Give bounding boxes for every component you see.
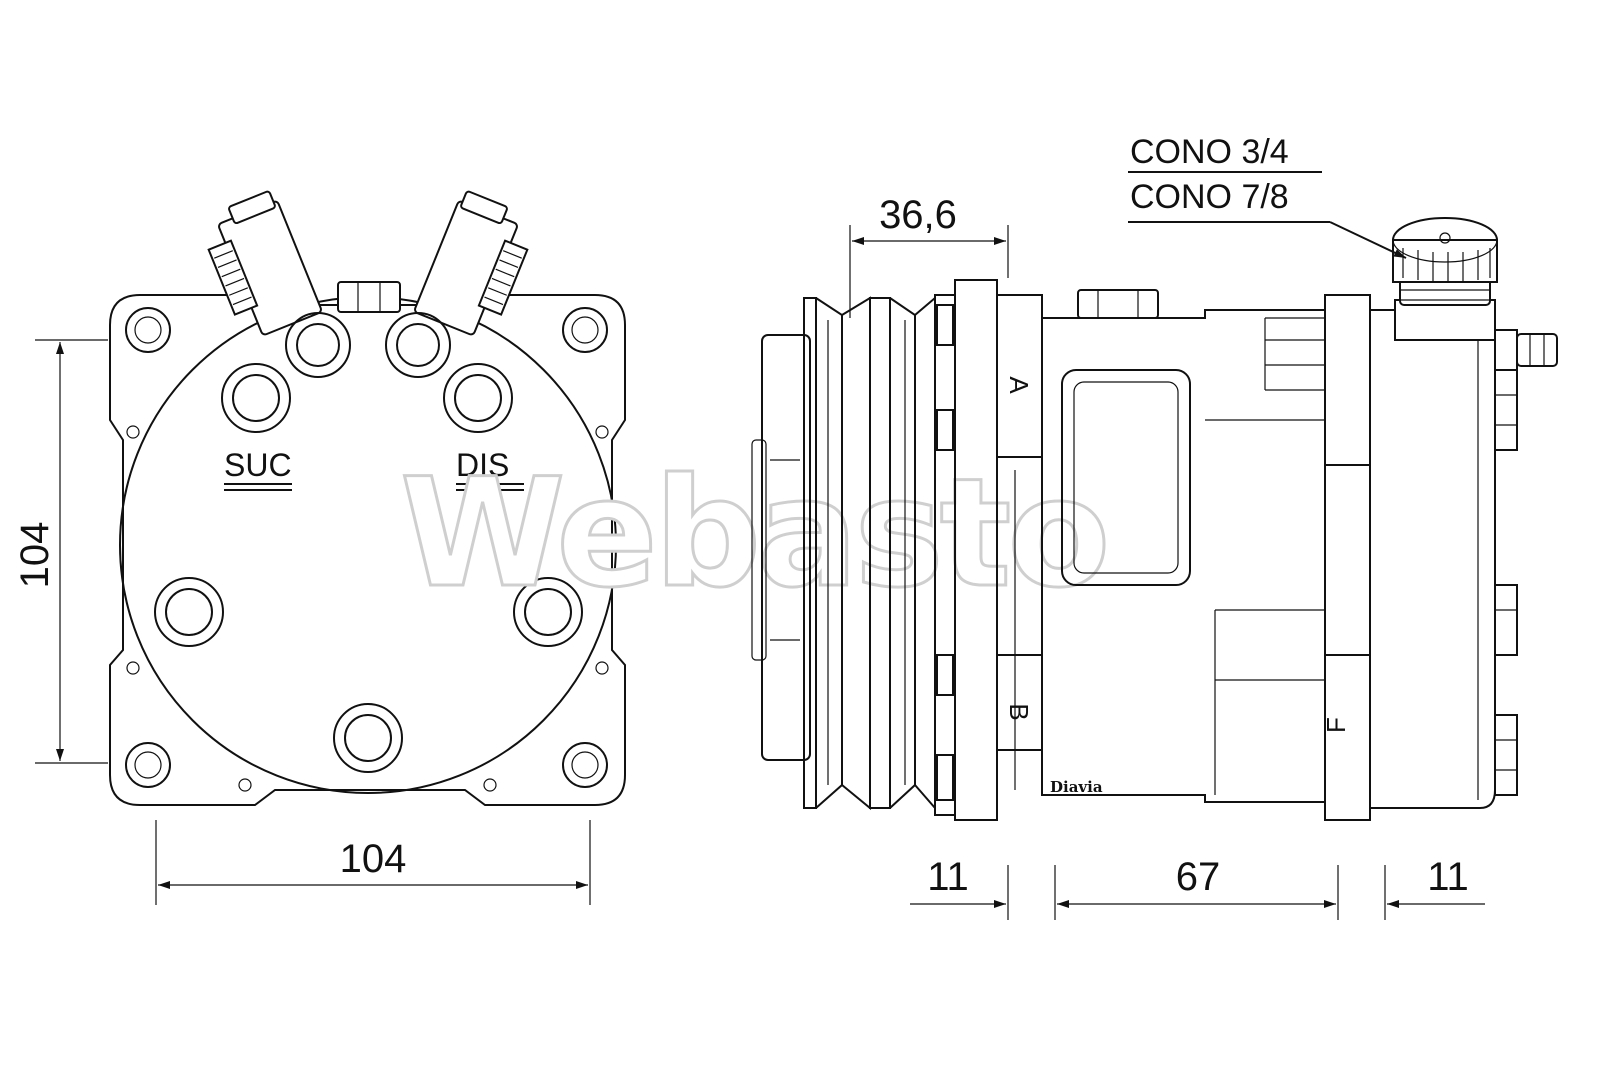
suction-service-valve: [207, 190, 322, 336]
clutch-hub: [761, 334, 811, 761]
body-ribs: [1014, 317, 1325, 795]
front-mounting-holes: [125, 307, 609, 792]
watermark-logo: Webasto: [400, 447, 1106, 621]
fitting-note: CONO 3/4 CONO 7/8: [1128, 133, 1407, 259]
front-flange: [109, 294, 626, 806]
front-head: [954, 279, 998, 821]
rear-flange: [1324, 294, 1371, 466]
fitting-note-line2: CONO 7/8: [1130, 178, 1289, 216]
ear-f-width-value: 11: [1427, 855, 1469, 899]
front-height-dimension: 104: [13, 339, 108, 764]
body-span-value: 67: [1176, 855, 1221, 899]
discharge-port-label: DIS: [456, 447, 509, 483]
front-height-value: 104: [13, 522, 57, 589]
fitting-note-line1: CONO 3/4: [1130, 133, 1289, 171]
mounting-ear-b-label: B: [1004, 703, 1034, 720]
manufacturer-brand: Diavia: [1050, 778, 1103, 796]
discharge-service-valve: [414, 190, 529, 336]
ear-a-width-value: 11: [927, 855, 969, 899]
front-width-dimension: 104: [155, 820, 591, 905]
pulley-width-dimension: 36,6: [849, 193, 1009, 318]
cono-fitting-cap: [1392, 217, 1498, 341]
suction-port-label: SUC: [224, 447, 292, 483]
arrow-icon: [1329, 221, 1407, 259]
pulley-width-value: 36,6: [879, 193, 957, 237]
head-bolts: [154, 312, 583, 773]
center-plug: [337, 281, 401, 313]
body-nameplate: [1061, 369, 1191, 586]
rear-head: [1369, 309, 1496, 809]
rear-head-bolts: [1494, 369, 1518, 796]
side-fitting: [1494, 329, 1558, 371]
side-view: A B Diavia F: [751, 217, 1558, 821]
mounting-ear-a-label: A: [1004, 376, 1034, 394]
front-flange-bolts: [936, 304, 954, 801]
side-length-dimensions: 11 67 11: [910, 855, 1485, 920]
front-width-value: 104: [340, 837, 407, 881]
mounting-ear-f-label: F: [1321, 717, 1351, 733]
front-view: SUC DIS: [109, 190, 626, 806]
